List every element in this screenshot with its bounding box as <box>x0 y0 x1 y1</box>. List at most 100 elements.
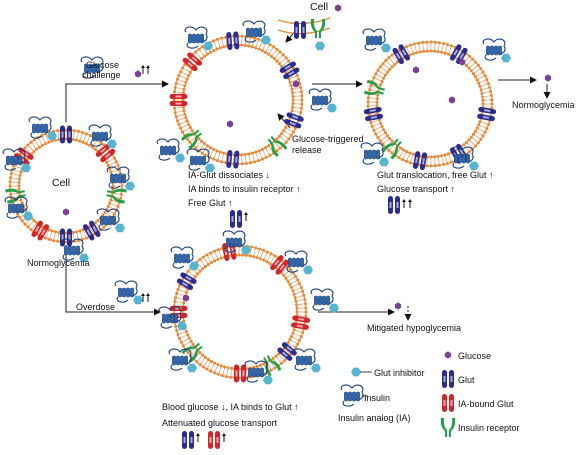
lipid-head <box>106 204 110 208</box>
ia-bound-glut <box>442 394 454 412</box>
insulin-receptor <box>263 355 282 377</box>
lipid-head <box>294 274 298 278</box>
lipid-head <box>218 46 222 50</box>
glucose <box>444 351 452 359</box>
lipid-head <box>222 45 226 49</box>
label-cell-main: Cell <box>52 177 71 189</box>
lipid-head <box>280 131 284 135</box>
lipid-head <box>201 353 205 357</box>
lipid-head <box>258 257 262 261</box>
legend-label-insulin: Insulin <box>364 393 391 403</box>
lipid-head <box>198 363 202 367</box>
lipid-head <box>215 37 219 41</box>
lipid-head <box>273 254 277 258</box>
lipid-head <box>64 137 68 141</box>
lipid-head <box>184 329 188 333</box>
up-arrow-head <box>141 65 145 68</box>
lipid-head <box>93 147 97 151</box>
lipid-head <box>250 45 254 49</box>
lipid-head <box>90 145 94 149</box>
lipid-head <box>304 314 308 318</box>
lipid-head <box>109 198 113 202</box>
lipid-head <box>288 282 292 286</box>
lipid-head <box>446 52 450 56</box>
legend-label-glucose: Glucose <box>458 351 492 361</box>
lipid-head <box>84 236 88 240</box>
lipid-head <box>184 116 188 120</box>
caption-top-middle-3: Free Glut ↑ <box>188 198 233 208</box>
lipid-head <box>299 285 303 289</box>
lipid-head <box>119 196 123 200</box>
lipid-head <box>429 155 433 159</box>
lipid-head <box>175 119 179 123</box>
lipid-head <box>216 363 220 367</box>
lipid-head <box>191 342 195 346</box>
lipid-head <box>99 140 103 144</box>
lipid-head <box>405 150 409 154</box>
lipid-head <box>244 253 248 257</box>
insulin-analog <box>88 124 117 149</box>
lipid-head <box>442 41 446 45</box>
lipid-head <box>260 147 264 151</box>
lipid-head <box>372 76 376 80</box>
lipid-head <box>477 81 481 85</box>
lipid-head <box>247 44 251 48</box>
glut-inhibitor <box>315 41 325 51</box>
lipid-head <box>408 151 412 155</box>
lipid-head <box>32 150 36 154</box>
lipid-head <box>384 131 388 135</box>
lipid-head <box>237 253 241 257</box>
lipid-head <box>442 163 446 167</box>
insulin-receptor <box>181 342 203 363</box>
glut <box>284 112 304 129</box>
lipid-head <box>300 102 304 106</box>
lipid-head <box>206 263 210 267</box>
lipid-head <box>215 159 219 163</box>
lipid-head <box>369 83 373 87</box>
label-normoglycemia-left: Normoglycemia <box>27 258 90 268</box>
lipid-head <box>64 231 68 235</box>
lipid-head <box>295 74 299 78</box>
lipid-head <box>112 156 116 160</box>
lipid-head <box>174 115 178 119</box>
lipid-head <box>212 147 216 151</box>
lipid-head <box>468 54 472 58</box>
insulin-analog <box>292 348 321 373</box>
top-right-cell-proteins <box>363 44 497 171</box>
lipid-head <box>275 149 279 153</box>
lipid-head <box>418 50 422 54</box>
lipid-head <box>44 142 48 146</box>
lipid-head <box>386 70 390 74</box>
lipid-head <box>479 137 483 141</box>
lipid-head <box>17 180 21 184</box>
lipid-head <box>17 188 21 192</box>
lipid-head <box>9 196 13 200</box>
lipid-head <box>84 132 88 136</box>
insulin-receptor <box>310 19 326 38</box>
lipid-head <box>366 104 370 108</box>
lipid-head <box>209 146 212 150</box>
bottom-cell-proteins <box>169 241 311 383</box>
lipid-head <box>213 259 217 263</box>
lipid-head <box>481 95 485 99</box>
lipid-head <box>175 291 179 295</box>
lipid-head <box>173 110 177 114</box>
ia-bound-glut <box>31 220 50 241</box>
lipid-head <box>370 125 374 129</box>
insulin-analog <box>168 348 197 373</box>
ia-bound-glut <box>169 94 188 106</box>
lipid-head <box>436 154 440 158</box>
lipid-head <box>465 64 469 68</box>
lipid-head <box>294 346 298 350</box>
label-normoglycemia-right: Normoglycemia <box>512 100 575 110</box>
lipid-head <box>201 255 205 259</box>
lipid-head <box>29 140 33 144</box>
lipid-head <box>429 164 433 168</box>
lipid-head <box>436 50 440 54</box>
lipid-head <box>187 122 191 126</box>
lipid-head <box>299 110 303 114</box>
lipid-head <box>380 79 384 83</box>
lipid-head <box>292 292 296 296</box>
lipid-head <box>229 375 233 379</box>
